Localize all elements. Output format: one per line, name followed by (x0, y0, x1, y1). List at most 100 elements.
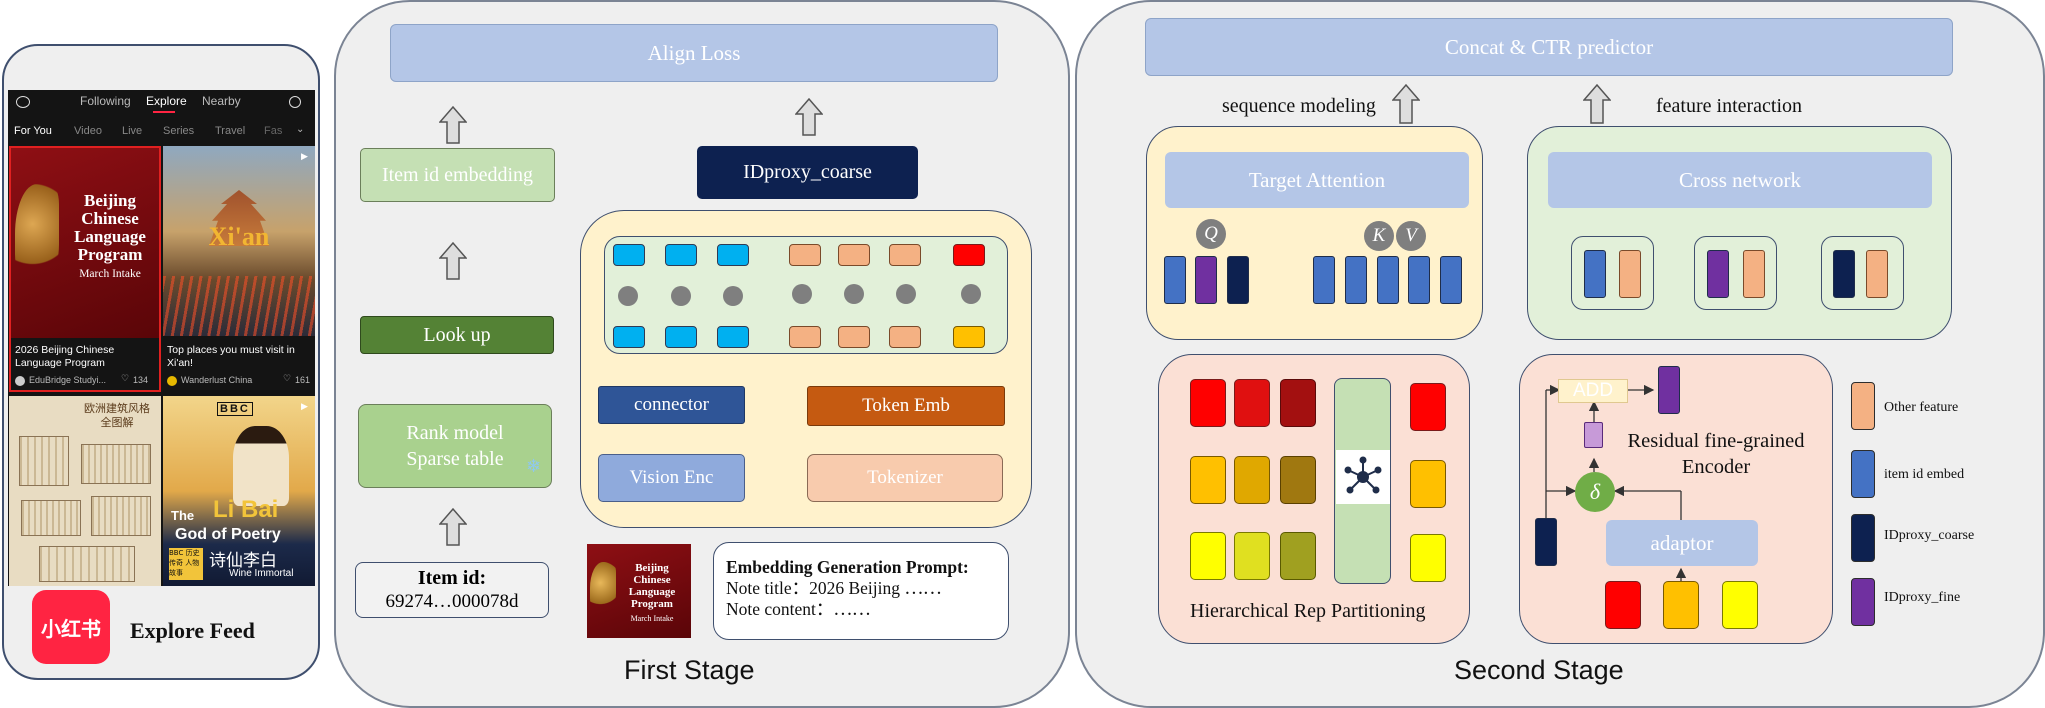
feature-pair (1571, 236, 1654, 310)
network-icon (1336, 450, 1390, 504)
pair-idproxy-fine (1707, 250, 1729, 298)
partition-block (1234, 456, 1270, 504)
thumb-title: Beijing Chinese Language Program (628, 562, 676, 610)
adaptor-box: adaptor (1606, 520, 1758, 566)
tab-following[interactable]: Following (80, 94, 131, 108)
idproxy-coarse-in (1535, 518, 1557, 566)
search-icon[interactable] (289, 96, 301, 108)
feed-card-libai[interactable]: BBC ▶ The Li Bai God of Poetry BBC 历史传奇 … (163, 396, 315, 586)
tab-explore[interactable]: Explore (146, 94, 187, 108)
feat-interaction-label: feature interaction (1656, 95, 1803, 117)
output-block (1410, 460, 1446, 508)
prompt-line1: Note title：2026 Beijing ⋯⋯ (726, 578, 942, 598)
input-block (1605, 581, 1641, 629)
chat-icon[interactable] (16, 96, 30, 108)
category-series[interactable]: Series (163, 125, 195, 137)
prompt-line2: Note content：⋯⋯ (726, 599, 871, 619)
rank-model-line1: Rank model (406, 422, 504, 444)
hidden-state (792, 284, 812, 304)
play-icon: ▶ (301, 152, 308, 162)
pair-item-embed (1584, 250, 1606, 298)
category-fashion[interactable]: Fas (264, 125, 283, 137)
item-id-box: Item id: 69274…000078d (355, 562, 549, 618)
first-stage-title: First Stage (624, 655, 755, 685)
partition-block (1234, 379, 1270, 427)
text-token (789, 326, 821, 348)
partition-block (1190, 532, 1226, 580)
legend-swatch-fine (1851, 578, 1875, 626)
align-loss-box: Align Loss (390, 24, 998, 82)
feed-card-architecture[interactable]: 欧洲建筑风格 全图解 (9, 396, 161, 586)
pair-idproxy-coarse (1833, 250, 1855, 298)
legend-label-other: Other feature (1884, 400, 1959, 415)
poster-title: Beijing Chinese Language Program (74, 191, 146, 264)
partition-block (1280, 456, 1316, 504)
poster-title: Xi'an (208, 222, 270, 251)
input-token (953, 326, 985, 348)
up-arrow-icon (438, 105, 468, 144)
building-sketch (81, 444, 151, 484)
item-id-value: 69274…000078d (385, 591, 519, 612)
partition-block (1190, 379, 1226, 427)
output-token (953, 244, 985, 266)
card-likes: 161 (295, 375, 311, 385)
vision-token (665, 326, 697, 348)
category-for-you[interactable]: For You (14, 125, 52, 137)
residual-line2: Encoder (1681, 456, 1751, 478)
text-token (889, 326, 921, 348)
category-live[interactable]: Live (122, 125, 143, 137)
rank-model-box: Rank model Sparse table (358, 404, 552, 488)
residual-line1: Residual fine-grained (1627, 430, 1805, 452)
chevron-down-icon[interactable]: ⌄ (296, 124, 305, 135)
pair-other-feature (1743, 250, 1765, 298)
target-idproxy-fine (1195, 256, 1217, 304)
vision-token (717, 244, 749, 266)
category-travel[interactable]: Travel (215, 125, 246, 137)
card-author: EduBridge Studyi... (29, 375, 107, 385)
idproxy-fine-out (1658, 366, 1680, 414)
app-logo: 小红书 (32, 590, 110, 664)
vision-token (717, 326, 749, 348)
connector-box: connector (598, 386, 745, 424)
feed-card-xian[interactable]: ▶ Xi'an Top places you must visit in Xi'… (163, 146, 315, 392)
item-id-embedding-box: Item id embedding (360, 148, 555, 202)
hierarchical-label: Hierarchical Rep Partitioning (1190, 600, 1426, 622)
delta-node: δ (1575, 472, 1615, 512)
legend-swatch-other (1851, 382, 1875, 430)
heart-icon[interactable]: ♡ (121, 374, 130, 384)
text-token (838, 326, 870, 348)
output-block (1410, 534, 1446, 582)
heart-icon[interactable]: ♡ (283, 374, 292, 384)
text-token (789, 244, 821, 266)
feed-card-beijing[interactable]: Beijing Chinese Language Program March I… (9, 146, 161, 392)
seq-item-embed (1408, 256, 1430, 304)
poster-line1: The (171, 508, 195, 523)
cross-network-box: Cross network (1548, 152, 1932, 208)
up-arrow-icon (1391, 83, 1421, 124)
partition-block (1234, 532, 1270, 580)
up-arrow-icon (1582, 83, 1612, 124)
look-up-box: Look up (360, 316, 554, 354)
vision-token (613, 326, 645, 348)
legend-label-item: item id embed (1884, 467, 1965, 482)
partition-block (1280, 532, 1316, 580)
vision-token (665, 244, 697, 266)
add-box: ADD (1558, 379, 1628, 403)
hidden-state (671, 286, 691, 306)
tab-nearby[interactable]: Nearby (202, 94, 241, 108)
card-likes: 134 (133, 375, 149, 385)
tokenizer-box: Tokenizer (807, 454, 1003, 502)
hidden-state (844, 284, 864, 304)
residual-stub (1584, 422, 1603, 448)
seq-modeling-label: sequence modeling (1222, 95, 1376, 117)
key-badge: K (1364, 221, 1394, 251)
dragon-graphic (15, 184, 59, 284)
legend-label-coarse: IDproxy_coarse (1884, 528, 1975, 543)
target-idproxy-coarse (1227, 256, 1249, 304)
query-badge: Q (1196, 219, 1226, 249)
hidden-state (618, 286, 638, 306)
category-video[interactable]: Video (74, 125, 102, 137)
snowflake-icon: ❄ (526, 456, 542, 477)
legend-swatch-item (1851, 450, 1875, 498)
feature-pair (1821, 236, 1904, 310)
